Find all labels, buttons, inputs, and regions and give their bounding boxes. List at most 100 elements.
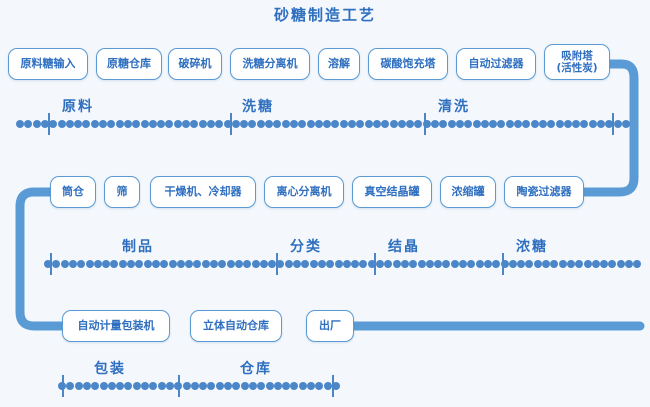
scale-dot <box>207 382 216 390</box>
scale-dot <box>284 260 293 268</box>
scale-dot <box>309 260 318 268</box>
scale-dot <box>608 260 617 268</box>
process-node[interactable]: 真空结晶罐 <box>352 176 432 208</box>
scale-dot <box>400 260 409 268</box>
scale-dot <box>550 260 559 268</box>
process-node[interactable]: 自动计量包装机 <box>62 310 170 342</box>
scale-dot <box>290 382 299 390</box>
scale-dot <box>633 260 642 268</box>
scale-dot <box>464 120 473 128</box>
stage-label: 结晶 <box>388 239 420 255</box>
scale-dot <box>480 120 489 128</box>
scale-dot <box>165 120 174 128</box>
scale-dot <box>90 120 99 128</box>
scale-dot <box>600 260 609 268</box>
scale-dot <box>74 120 83 128</box>
scale-dot <box>508 260 517 268</box>
scale-dot <box>442 260 451 268</box>
scale-dot <box>298 120 307 128</box>
scale-dot <box>331 382 340 390</box>
process-node[interactable]: 立体自动仓库 <box>190 310 282 342</box>
process-node[interactable]: 碳酸饱充塔 <box>368 48 448 80</box>
scale-dot <box>185 260 194 268</box>
scale-dot <box>165 382 174 390</box>
scale-dot <box>91 382 100 390</box>
stage-label: 浓糖 <box>516 239 548 255</box>
scale-dot <box>157 120 166 128</box>
scale-dot <box>210 260 218 268</box>
scale-dot <box>16 120 24 128</box>
stage-label: 仓库 <box>240 361 272 377</box>
scale-dot <box>439 120 448 128</box>
process-node[interactable]: 干燥机、冷却器 <box>150 176 256 208</box>
stage-label: 制品 <box>122 239 154 255</box>
scale-dot <box>425 260 434 268</box>
scale-dot <box>199 382 208 390</box>
scale-dot <box>256 120 265 128</box>
scale-dot <box>301 260 310 268</box>
process-node[interactable]: 筛 <box>104 176 140 208</box>
scale-dot <box>118 260 127 268</box>
scale-dot <box>115 120 124 128</box>
scale-dot <box>591 260 600 268</box>
scale-dot <box>583 260 592 268</box>
process-node[interactable]: 原料糖输入 <box>8 48 88 80</box>
stage-label: 洗糖 <box>242 99 274 115</box>
process-node[interactable]: 出厂 <box>306 310 354 342</box>
scale-dot <box>326 260 335 268</box>
scale-dot <box>251 260 260 268</box>
scale-dot <box>273 382 282 390</box>
scale-dot <box>248 120 257 128</box>
scale-dot <box>127 260 135 268</box>
process-node[interactable]: 离心分离机 <box>264 176 344 208</box>
scale-dot <box>605 120 614 128</box>
scale-dot <box>240 120 249 128</box>
scale-dot <box>40 120 49 128</box>
scale-dot <box>201 260 210 268</box>
process-node[interactable]: 原糖仓库 <box>96 48 162 80</box>
process-node[interactable]: 破碎机 <box>168 48 222 80</box>
scale-dot <box>190 382 199 390</box>
scale-dot <box>317 260 326 268</box>
scale-dot <box>450 260 459 268</box>
process-node[interactable]: 自动过滤器 <box>456 48 536 80</box>
scale-dot <box>49 120 58 128</box>
scale-dot <box>348 120 356 128</box>
page-title: 砂糖制造工艺 <box>273 6 376 24</box>
scale-dot <box>447 120 456 128</box>
scale-dot <box>597 120 605 128</box>
stage-label: 包装 <box>94 361 126 377</box>
scale-dot <box>472 120 481 128</box>
scale-dot <box>467 260 476 268</box>
scale-dot <box>231 120 240 128</box>
scale-tick <box>424 113 426 135</box>
scale-dot <box>533 260 542 268</box>
scale-dot <box>107 382 116 390</box>
scale-dot <box>215 382 224 390</box>
scale-dot <box>566 260 575 268</box>
scale-dot <box>168 260 177 268</box>
scale-dot <box>406 120 415 128</box>
process-node[interactable]: 洗糖分离机 <box>230 48 310 80</box>
process-node[interactable]: 筒仓 <box>50 176 96 208</box>
scale-tick <box>374 253 376 275</box>
scale-dot <box>384 260 393 268</box>
scale-dot <box>140 120 149 128</box>
process-node[interactable]: 吸附塔 (活性炭) <box>544 44 610 80</box>
process-node[interactable]: 溶解 <box>318 48 360 80</box>
process-node[interactable]: 浓缩罐 <box>440 176 496 208</box>
scale-tick <box>48 113 50 135</box>
scale-dot <box>74 382 83 390</box>
scale-dot <box>588 120 597 128</box>
scale-dot <box>459 260 467 268</box>
process-node[interactable]: 陶瓷过滤器 <box>504 176 584 208</box>
scale-dot <box>483 260 492 268</box>
scale-dot <box>234 260 243 268</box>
scale-dot <box>339 120 348 128</box>
scale-dot <box>143 260 152 268</box>
scale-dot <box>547 120 556 128</box>
scale-dot <box>65 120 74 128</box>
scale-dot <box>492 260 501 268</box>
scale-dot <box>621 120 630 128</box>
scale-dot <box>60 260 69 268</box>
